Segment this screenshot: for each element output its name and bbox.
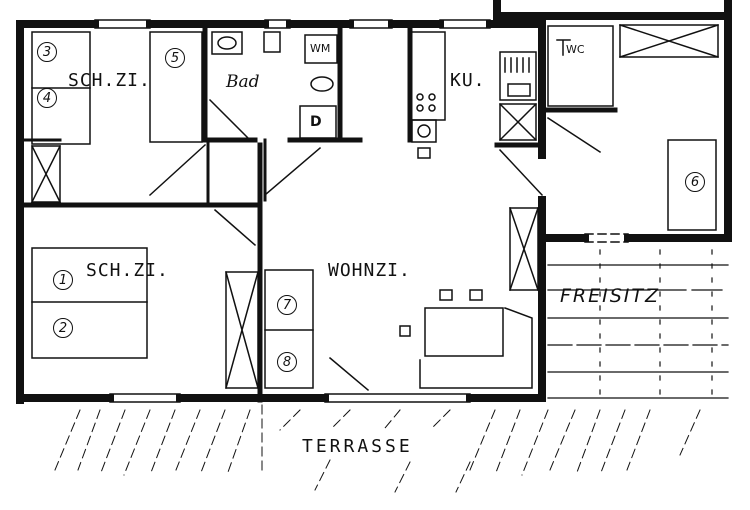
bed-number: 6 — [685, 172, 705, 192]
wc-fixtures — [547, 25, 614, 107]
area-label-freisitz: FREISITZ — [560, 285, 661, 307]
room-label-bedroom-2: SCH.ZI. — [86, 260, 169, 281]
bed-number: 3 — [37, 42, 57, 62]
room-label-wc: WC — [566, 43, 585, 56]
bed-number: 1 — [53, 270, 73, 290]
area-label-terrasse: TERRASSE — [302, 436, 413, 457]
bath-fixtures — [211, 31, 338, 139]
bed-number: 4 — [37, 88, 57, 108]
washing-machine-label: WM — [310, 42, 331, 55]
wardrobes — [30, 24, 719, 389]
room-label-kitchen: KU. — [450, 70, 486, 91]
bed-number: 5 — [165, 48, 185, 68]
room-label-bath: Bad — [226, 72, 260, 92]
room-label-living: WOHNZI. — [328, 260, 411, 281]
bed-number: 7 — [277, 295, 297, 315]
freisitz-deck — [547, 249, 729, 399]
living-furniture — [399, 289, 533, 389]
bed-number: 8 — [277, 352, 297, 372]
beds — [31, 31, 717, 389]
kitchen-fixtures — [409, 31, 537, 159]
bed-number: 2 — [53, 318, 73, 338]
room-label-bedroom-1: SCH.ZI. — [68, 70, 151, 91]
windows — [94, 19, 629, 403]
terrasse-hatching — [54, 404, 701, 493]
interior-walls — [17, 25, 618, 403]
door-swings — [148, 98, 602, 392]
dryer-label: D — [310, 114, 322, 130]
exterior-walls — [16, 0, 732, 404]
